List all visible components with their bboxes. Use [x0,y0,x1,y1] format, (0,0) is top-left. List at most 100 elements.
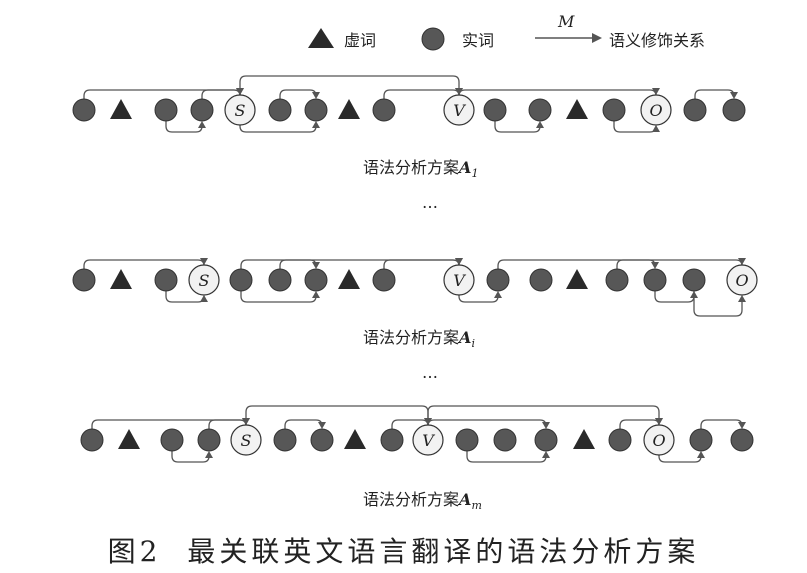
content-word-circle [229,268,253,292]
content-word-circle [372,98,396,122]
content-word-circle [72,98,96,122]
function-word-triangle [118,429,140,449]
content-word-circle [72,268,96,292]
relation-arrow-1-1 [200,295,208,302]
relation-arc-0-10 [694,89,735,99]
constituent-v-circle [443,94,475,126]
content-word-circle [160,428,184,452]
relation-arc-2-5 [427,419,547,427]
constituent-o-circle [640,94,672,126]
content-word-circle [190,98,214,122]
relation-arc-2-2 [171,451,210,463]
content-word-circle [154,98,178,122]
relation-arrow-1-5 [455,258,463,265]
relation-arc-2-10 [658,455,702,463]
relation-arrow-1-6 [494,291,502,298]
content-word-circle [643,268,667,292]
relation-arc-1-5 [383,259,460,269]
constituent-v-label: V [453,271,466,290]
constituent-s-circle [224,94,256,126]
relation-arrow-0-2 [198,121,206,128]
content-word-circle [605,268,629,292]
content-word-circle [486,268,510,292]
constituent-v-label: V [422,431,435,450]
relation-arrow-0-6 [455,88,463,95]
relation-arrow-0-9 [652,125,660,132]
content-word-circle [268,98,292,122]
legend-arrow-mark: M [557,12,575,31]
constituent-v-circle [412,424,444,456]
ellipsis-1: … [422,193,438,212]
relation-arrow-2-5 [542,422,550,429]
relation-arc-1-8 [616,259,656,269]
relation-arc-0-8 [494,121,541,133]
relation-arrow-1-3 [312,262,320,269]
relation-arc-1-7 [497,259,743,269]
content-word-circle [273,428,297,452]
function-word-triangle [338,99,360,119]
legend-content-word-circle [421,27,445,51]
relation-arrow-1-0 [200,258,208,265]
relation-arrow-2-4 [318,422,326,429]
legend-function-word-triangle [308,28,334,48]
content-word-circle [268,268,292,292]
relation-arc-1-9 [654,291,695,303]
content-word-circle [683,98,707,122]
content-word-circle [483,98,507,122]
relation-arc-2-4 [284,419,323,429]
content-word-circle [528,98,552,122]
relation-arc-0-2 [165,121,203,133]
content-word-circle [722,98,746,122]
content-word-circle [689,428,713,452]
constituent-o-circle [726,264,758,296]
function-word-triangle [110,269,132,289]
content-word-circle [197,428,221,452]
content-word-circle [730,428,754,452]
constituent-v-circle [443,264,475,296]
legend: 虚词 实词 M 语义修饰关系 [308,12,705,51]
content-word-circle [304,268,328,292]
content-word-circle [682,268,706,292]
relation-arc-1-4 [240,291,317,303]
relation-arc-0-7 [458,89,657,97]
constituent-s-circle [230,424,262,456]
relation-arc-0-3 [239,75,460,95]
constituent-s-label: S [199,271,210,290]
constituent-s-circle [188,264,220,296]
relation-arrow-2-7 [542,451,550,458]
relation-arc-2-3 [245,405,429,425]
figure-title: 最关联英文语言翻译的语法分析方案 [187,535,700,568]
relation-arc-1-2 [240,259,460,269]
relation-arrow-0-7 [652,88,660,95]
scheme-ai: S V O 语法分析方案Ai [72,258,758,350]
relation-arrow-0-8 [536,121,544,128]
function-word-triangle [344,429,366,449]
scheme-label: 语法分析方案Am [363,490,482,512]
relation-arrow-0-5 [312,121,320,128]
relation-arc-0-0 [83,89,241,99]
constituent-o-label: O [652,431,665,450]
scheme-label: 语法分析方案Ai [363,328,475,350]
content-word-circle [380,428,404,452]
relation-arc-0-6 [383,89,460,99]
constituent-v-label: V [453,101,466,120]
legend-function-word-label: 虚词 [344,31,376,50]
content-word-circle [602,98,626,122]
legend-arrow-head [592,33,602,43]
relation-arrow-1-7 [738,258,746,265]
content-word-circle [455,428,479,452]
relation-arc-0-4 [279,89,317,99]
relation-arc-1-10 [693,291,743,317]
relation-arc-2-11 [700,419,743,429]
constituent-o-label: O [649,101,662,120]
content-word-circle [529,268,553,292]
constituent-o-label: O [735,271,748,290]
legend-content-word-label: 实词 [462,31,494,50]
relation-arc-1-0 [83,259,205,269]
function-word-triangle [573,429,595,449]
content-word-circle [310,428,334,452]
